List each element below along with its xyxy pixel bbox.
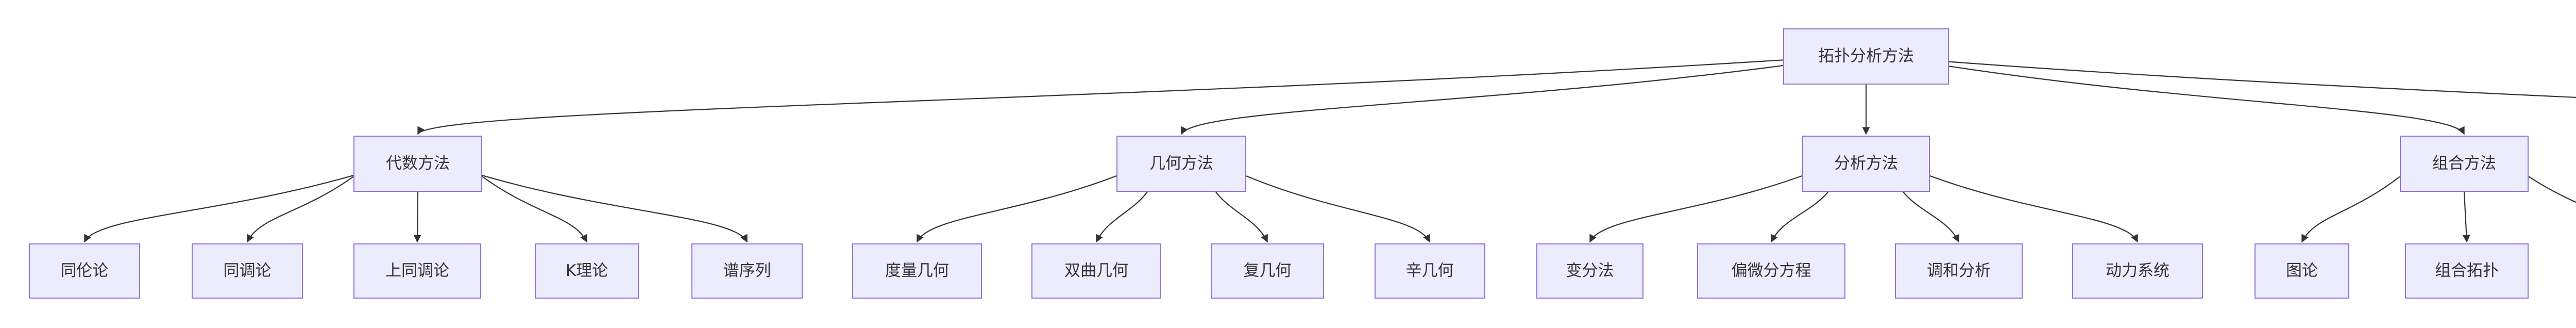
node-calculus-of-variations: 变分法 — [1536, 243, 1643, 299]
edge-root-geometric-methods — [1181, 65, 1784, 135]
node-label: 变分法 — [1566, 261, 1614, 280]
edge-algebraic-methods-homotopy-theory — [84, 174, 354, 243]
node-label: 偏微分方程 — [1731, 261, 1811, 280]
edge-geometric-methods-metric-geometry — [917, 175, 1117, 243]
edge-analytic-methods-calculus-of-variations — [1589, 175, 1803, 243]
edge-analytic-methods-dynamical-systems — [1929, 175, 2138, 243]
node-label: 同伦论 — [60, 261, 109, 280]
node-label: K理论 — [565, 261, 608, 280]
node-homology-theory: 同调论 — [192, 243, 303, 299]
edge-combinatorial-methods-graph-theory — [2301, 176, 2400, 243]
node-cohomology-theory: 上同调论 — [353, 243, 481, 299]
edge-algebraic-methods-spectral-sequences — [482, 175, 748, 243]
node-graph-theory: 图论 — [2255, 243, 2349, 299]
node-harmonic-analysis: 调和分析 — [1895, 243, 2023, 299]
node-label: 度量几何 — [885, 261, 949, 280]
node-homotopy-theory: 同伦论 — [29, 243, 140, 299]
node-label: 双曲几何 — [1064, 261, 1128, 280]
edge-root-algebraic-methods — [417, 59, 1784, 135]
node-label: 复几何 — [1243, 261, 1292, 280]
node-symplectic-geometry: 辛几何 — [1374, 243, 1485, 299]
edge-analytic-methods-harmonic-analysis — [1903, 191, 1959, 243]
node-label: 动力系统 — [2106, 261, 2170, 280]
edge-algebraic-methods-k-theory — [482, 176, 587, 243]
edge-algebraic-methods-homology-theory — [247, 176, 354, 243]
node-label: 组合方法 — [2432, 154, 2496, 173]
node-label: 组合拓扑 — [2435, 261, 2499, 280]
node-label: 图论 — [2286, 261, 2318, 280]
node-complex-geometry: 复几何 — [1211, 243, 1324, 299]
node-algebraic-methods: 代数方法 — [353, 136, 482, 192]
node-k-theory: K理论 — [535, 243, 639, 299]
node-label: 分析方法 — [1834, 154, 1898, 173]
node-dynamical-systems: 动力系统 — [2072, 243, 2203, 299]
node-spectral-sequences: 谱序列 — [691, 243, 803, 299]
node-label: 谱序列 — [723, 261, 771, 280]
node-combinatorial-topology: 组合拓扑 — [2405, 243, 2529, 299]
edge-analytic-methods-pde — [1771, 191, 1829, 243]
node-pde: 偏微分方程 — [1697, 243, 1845, 299]
node-analytic-methods: 分析方法 — [1802, 136, 1930, 192]
node-root: 拓扑分析方法 — [1783, 28, 1949, 85]
node-hyperbolic-geometry: 双曲几何 — [1031, 243, 1161, 299]
node-label: 同调论 — [223, 261, 272, 280]
edge-geometric-methods-symplectic-geometry — [1246, 175, 1430, 243]
node-label: 拓扑分析方法 — [1818, 46, 1914, 65]
edge-geometric-methods-hyperbolic-geometry — [1096, 191, 1148, 243]
node-label: 调和分析 — [1927, 261, 1991, 280]
edge-root-combinatorial-methods — [1948, 65, 2465, 135]
node-metric-geometry: 度量几何 — [852, 243, 982, 299]
node-geometric-methods: 几何方法 — [1116, 136, 1246, 192]
edge-root-category-methods — [1948, 61, 2576, 98]
edge-combinatorial-methods-discrete-geometry — [2528, 176, 2576, 203]
edge-algebraic-methods-cohomology-theory — [413, 191, 421, 243]
edge-combinatorial-methods-combinatorial-topology — [2462, 191, 2470, 243]
node-label: 代数方法 — [386, 154, 450, 173]
node-label: 上同调论 — [385, 261, 449, 280]
node-label: 几何方法 — [1149, 154, 1213, 173]
node-combinatorial-methods: 组合方法 — [2400, 136, 2529, 192]
node-label: 辛几何 — [1405, 261, 1454, 280]
edge-geometric-methods-complex-geometry — [1215, 191, 1268, 243]
